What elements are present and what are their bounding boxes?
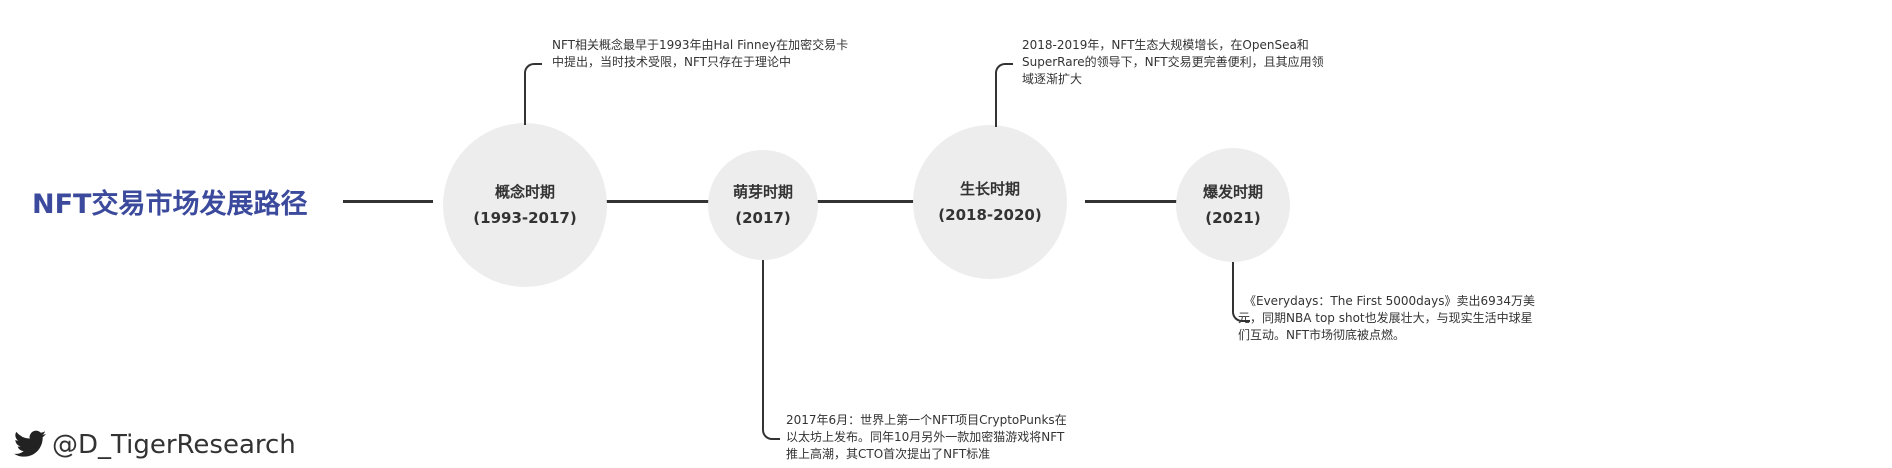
timeline-line (1085, 200, 1180, 203)
stage-description: 2017年6月：世界上第一个NFT项目CryptoPunks在以太坊上发布。同年… (786, 413, 1067, 461)
connector (995, 63, 1013, 127)
stage-concept: 概念时期 (1993-2017) (443, 123, 607, 287)
timeline-line (343, 200, 433, 203)
timeline-line (815, 200, 917, 203)
stage-description: 2018-2019年，NFT生态大规模增长，在OpenSea和SuperRare… (1022, 38, 1324, 86)
stage-name: 萌芽时期 (732, 183, 793, 201)
stage-description: NFT相关概念最早于1993年由Hal Finney在加密交易卡中提出，当时技术… (552, 38, 849, 69)
stage-period: (2017) (735, 209, 791, 227)
page-title: NFT交易市场发展路径 (32, 189, 308, 220)
connector (1232, 262, 1250, 322)
connector (524, 63, 542, 125)
twitter-bird-icon (14, 430, 46, 460)
stage-name: 爆发时期 (1202, 183, 1263, 201)
stage-name: 生长时期 (959, 180, 1020, 198)
stage-period: (2018-2020) (938, 206, 1042, 224)
twitter-handle: @D_TigerResearch (52, 430, 296, 460)
stage-growth: 生长时期 (2018-2020) (913, 125, 1067, 279)
stage-name: 概念时期 (494, 183, 555, 201)
timeline-line (605, 200, 710, 203)
stage-period: (2021) (1205, 209, 1261, 227)
stage-period: (1993-2017) (473, 209, 577, 227)
stage-description: 《Everydays：The First 5000days》卖出6934万美元，… (1238, 294, 1536, 342)
stage-boom: 爆发时期 (2021) (1176, 148, 1290, 262)
connector (762, 260, 780, 440)
stage-sprout: 萌芽时期 (2017) (708, 150, 818, 260)
